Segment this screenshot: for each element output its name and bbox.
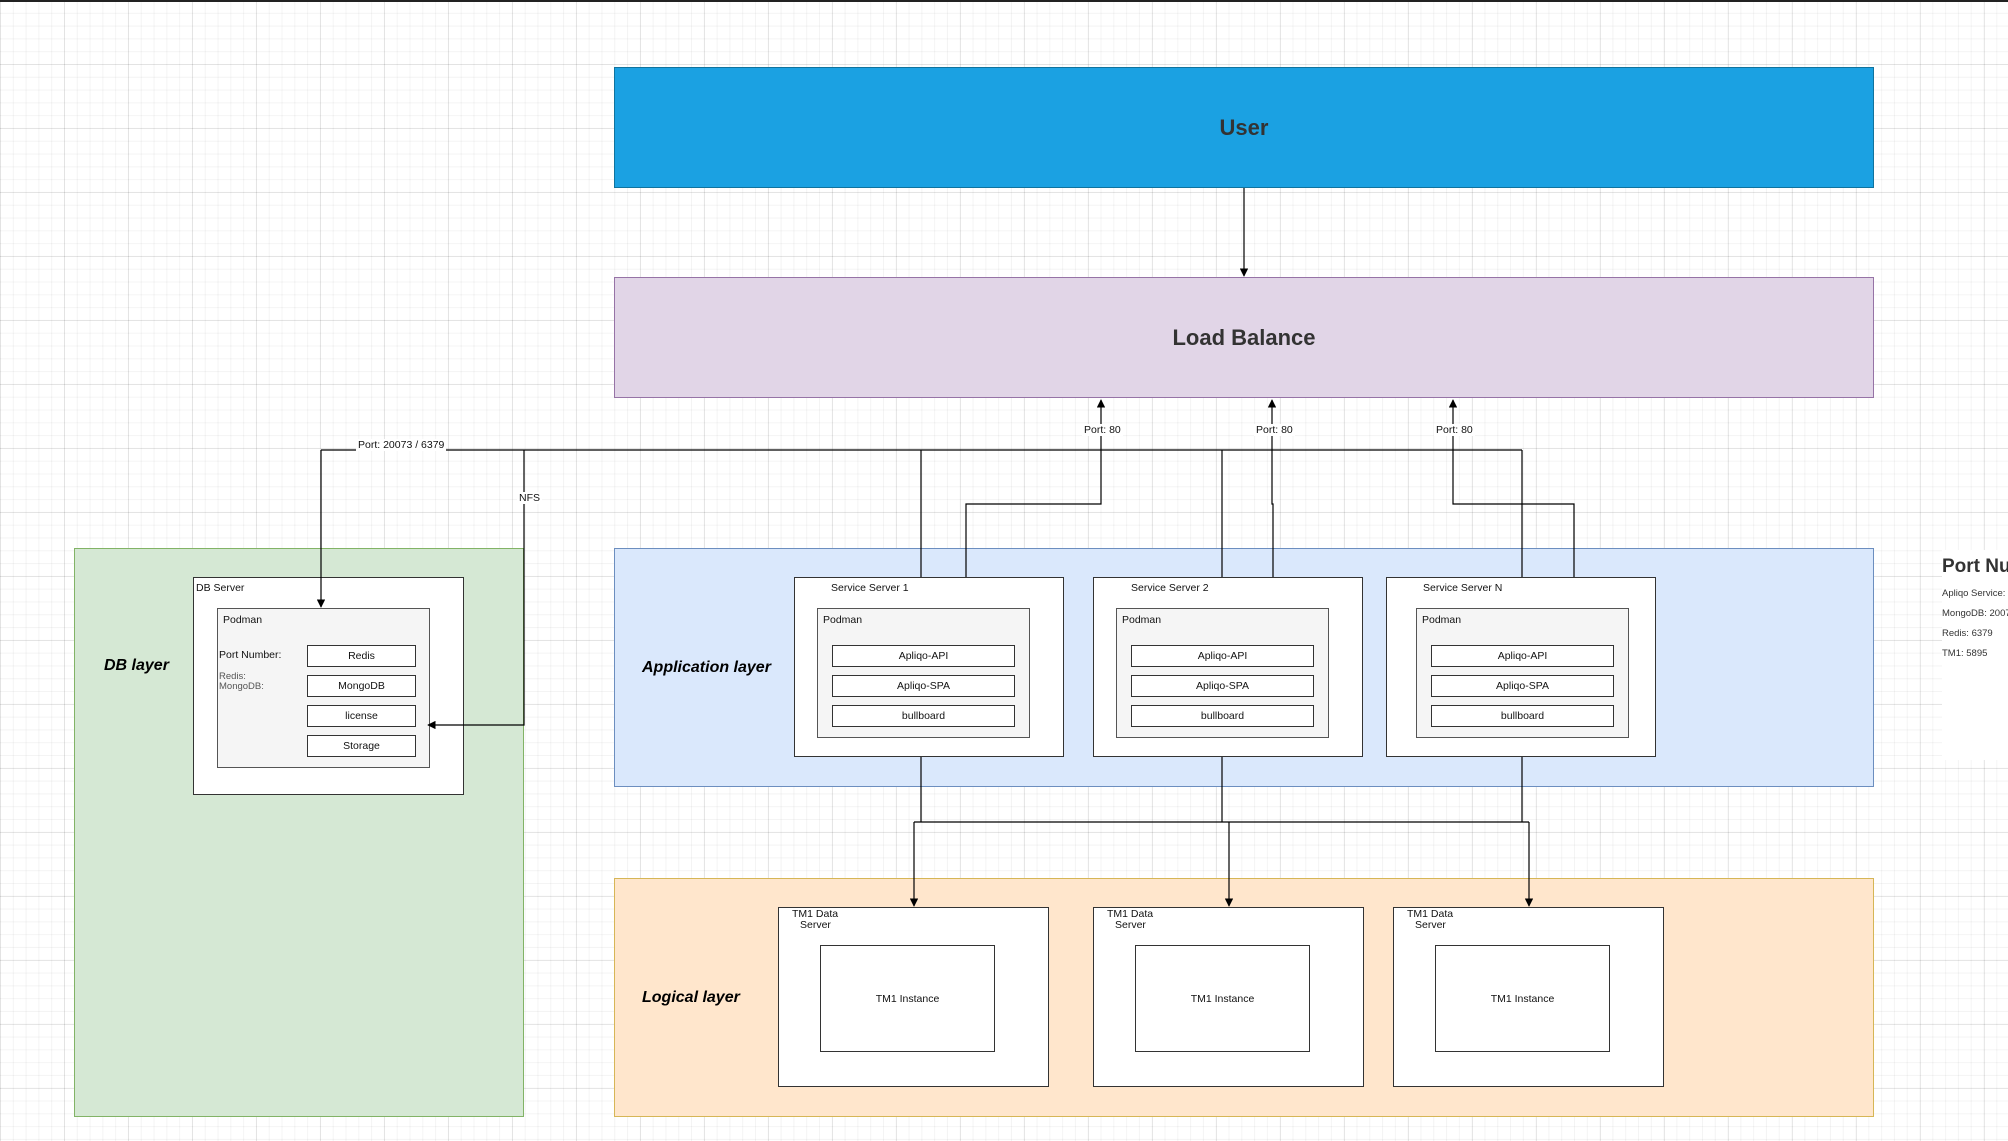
apliqo-api-item[interactable]: Apliqo-API	[1131, 645, 1314, 667]
port80-label-2: Port: 80	[1254, 424, 1295, 436]
port80-label-1: Port: 80	[1082, 424, 1123, 436]
service-podman[interactable]: Podman Apliqo-API Apliqo-SPA bullboard	[1416, 608, 1629, 738]
port-panel-line: TM1: 5895	[1942, 648, 1988, 659]
tm1-data-server-2[interactable]: TM1 Data Server TM1 Instance	[1093, 907, 1364, 1087]
tm1-server-title-line2: Server	[800, 919, 831, 931]
db-podman[interactable]: Podman Port Number: Redis: MongoDB: Redi…	[217, 608, 430, 768]
service-podman[interactable]: Podman Apliqo-API Apliqo-SPA bullboard	[817, 608, 1030, 738]
tm1-server-title-line2: Server	[1115, 919, 1146, 931]
service-podman[interactable]: Podman Apliqo-API Apliqo-SPA bullboard	[1116, 608, 1329, 738]
podman-title: Podman	[1422, 614, 1462, 626]
apliqo-spa-item[interactable]: Apliqo-SPA	[1131, 675, 1314, 697]
port-panel-line: Apliqo Service:	[1942, 588, 2006, 599]
tm1-data-server-3[interactable]: TM1 Data Server TM1 Instance	[1393, 907, 1664, 1087]
tm1-server-title-line1: TM1 Data	[1407, 908, 1454, 920]
apliqo-api-item[interactable]: Apliqo-API	[832, 645, 1015, 667]
podman-title: Podman	[1122, 614, 1162, 626]
tm1-server-title-line2: Server	[1415, 919, 1446, 931]
db-port-label: Port: 20073 / 6379	[356, 439, 447, 451]
db-server-title: DB Server	[196, 582, 245, 594]
service-server-title: Service Server 1	[831, 582, 909, 594]
tm1-instance[interactable]: TM1 Instance	[820, 945, 995, 1052]
db-server[interactable]: DB Server Podman Port Number: Redis: Mon…	[193, 577, 464, 795]
db-item-redis[interactable]: Redis	[307, 645, 416, 667]
bullboard-item[interactable]: bullboard	[832, 705, 1015, 727]
nfs-label: NFS	[517, 492, 542, 504]
user-box[interactable]: User	[614, 67, 1874, 188]
port80-label-3: Port: 80	[1434, 424, 1475, 436]
podman-title: Podman	[823, 614, 863, 626]
tm1-instance[interactable]: TM1 Instance	[1135, 945, 1310, 1052]
user-title: User	[1219, 114, 1269, 140]
nfs-line	[427, 450, 525, 730]
port-panel-line: MongoDB: 2007	[1942, 608, 2008, 619]
bullboard-item[interactable]: bullboard	[1131, 705, 1314, 727]
port-panel-title: Port Nu	[1942, 556, 2008, 577]
db-item-storage[interactable]: Storage	[307, 735, 416, 757]
db-layer-label: DB layer	[104, 657, 169, 674]
bullboard-item[interactable]: bullboard	[1431, 705, 1614, 727]
application-layer-label: Application layer	[642, 659, 771, 676]
db-item-license[interactable]: license	[307, 705, 416, 727]
apliqo-spa-item[interactable]: Apliqo-SPA	[832, 675, 1015, 697]
port-line-redis: Redis:	[219, 671, 246, 682]
service-server-n[interactable]: Service Server N Podman Apliqo-API Apliq…	[1386, 577, 1656, 757]
load-balance-box[interactable]: Load Balance	[614, 277, 1874, 398]
service-server-title: Service Server 2	[1131, 582, 1209, 594]
tm1-server-title-line1: TM1 Data	[792, 908, 839, 920]
apliqo-api-item[interactable]: Apliqo-API	[1431, 645, 1614, 667]
apliqo-spa-item[interactable]: Apliqo-SPA	[1431, 675, 1614, 697]
service-server-1[interactable]: Service Server 1 Podman Apliqo-API Apliq…	[794, 577, 1064, 757]
port-number-label: Port Number:	[219, 649, 282, 661]
tm1-server-title-line1: TM1 Data	[1107, 908, 1154, 920]
port-line-mongodb: MongoDB:	[219, 681, 264, 692]
tm1-instance[interactable]: TM1 Instance	[1435, 945, 1610, 1052]
port80-line-3	[1448, 399, 1575, 577]
logical-layer-label: Logical layer	[642, 989, 740, 1006]
db-item-mongodb[interactable]: MongoDB	[307, 675, 416, 697]
service-server-2[interactable]: Service Server 2 Podman Apliqo-API Apliq…	[1093, 577, 1363, 757]
port80-line-2	[1267, 399, 1277, 577]
port80-line-1	[965, 399, 1106, 577]
port-number-panel[interactable]: Port Nu Apliqo Service: MongoDB: 2007 Re…	[1942, 550, 2008, 760]
tm1-data-server-1[interactable]: TM1 Data Server TM1 Instance	[778, 907, 1049, 1087]
service-server-title: Service Server N	[1423, 582, 1503, 594]
port-panel-line: Redis: 6379	[1942, 628, 1993, 639]
db-podman-title: Podman	[223, 614, 263, 626]
load-balance-title: Load Balance	[1172, 324, 1316, 350]
